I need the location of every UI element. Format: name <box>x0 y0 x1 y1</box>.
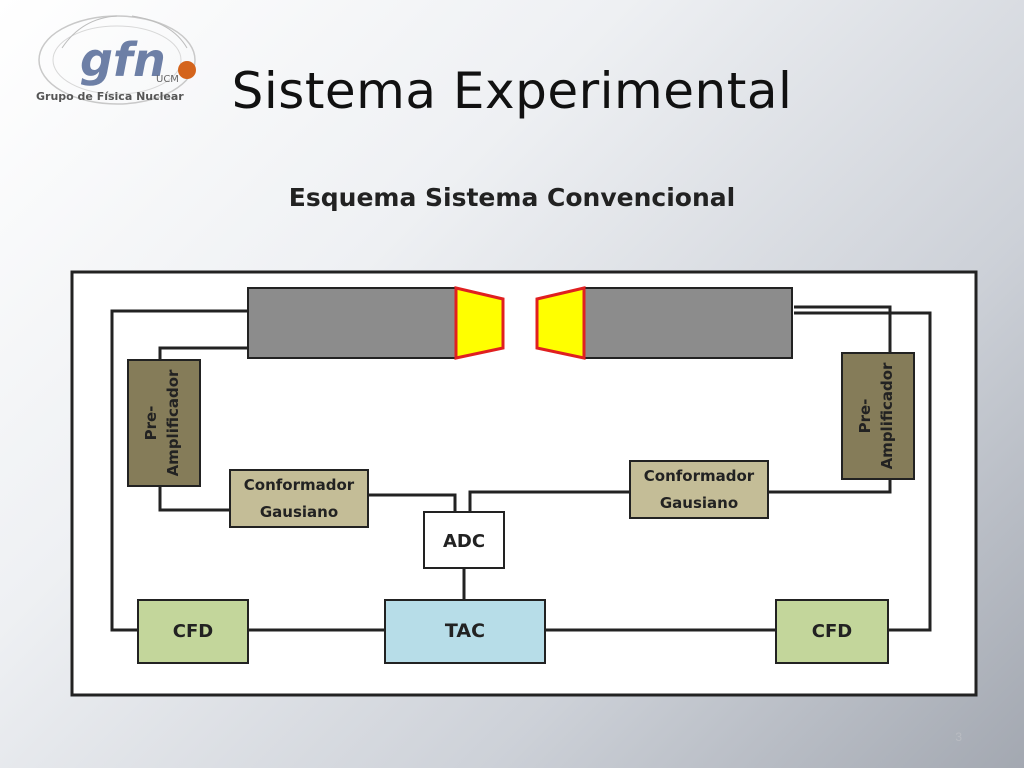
preamp-right-line1: Pre- <box>856 399 874 434</box>
logo-caption: Grupo de Física Nuclear <box>36 90 184 103</box>
signal-lines <box>110 305 932 632</box>
preamp-left-box <box>127 359 201 487</box>
crystal-left <box>454 286 505 360</box>
cfd-right-label: CFD <box>812 621 852 642</box>
cfd-left-label: CFD <box>173 621 213 642</box>
line-right-detector-cfd <box>794 311 932 632</box>
block-diagram-svg: Pre- Amplificador Pre- Amplificador Conf… <box>70 270 978 697</box>
tac-box <box>384 599 546 664</box>
diagram-subtitle: Esquema Sistema Convencional <box>288 183 736 212</box>
logo-suffix: UCM <box>156 74 179 85</box>
preamp-right-line2: Amplificador <box>878 362 896 469</box>
shaper-left-line1: Conformador <box>244 476 355 494</box>
line-right-shaper-adc <box>468 490 630 512</box>
shaper-right-line2: Gausiano <box>660 494 738 512</box>
page-number: 3 <box>955 730 962 744</box>
detector-left-body <box>247 287 457 359</box>
adc-label: ADC <box>443 531 485 552</box>
logo-graphic: gfn UCM Grupo de Física Nuclear <box>36 15 196 105</box>
preamp-left-line1: Pre- <box>142 406 160 441</box>
line-right-preamp-shaper <box>768 480 892 494</box>
shaper-left-box <box>229 469 369 528</box>
line-right-detector-preamp <box>794 305 892 353</box>
preamp-right-box <box>841 352 915 480</box>
cfd-left-box <box>137 599 249 664</box>
line-left-preamp-shaper <box>158 485 230 512</box>
detector-right-body <box>583 287 793 359</box>
shaper-right-box <box>629 460 769 519</box>
line-left-detector-cfd <box>110 309 248 632</box>
logo-brand: gfn <box>80 33 166 87</box>
preamp-left-line2: Amplificador <box>164 369 182 476</box>
tac-label: TAC <box>445 620 485 642</box>
block-diagram: Pre- Amplificador Pre- Amplificador Conf… <box>70 270 978 697</box>
line-left-shaper-adc <box>368 493 457 512</box>
page-title: Sistema Experimental <box>231 62 793 120</box>
adc-box <box>423 511 505 569</box>
shaper-left-line2: Gausiano <box>260 503 338 521</box>
line-left-detector-preamp <box>158 346 248 360</box>
crystal-right <box>535 286 586 360</box>
gfn-logo: gfn UCM Grupo de Física Nuclear <box>22 8 207 108</box>
cfd-right-box <box>775 599 889 664</box>
shaper-right-line1: Conformador <box>644 467 755 485</box>
